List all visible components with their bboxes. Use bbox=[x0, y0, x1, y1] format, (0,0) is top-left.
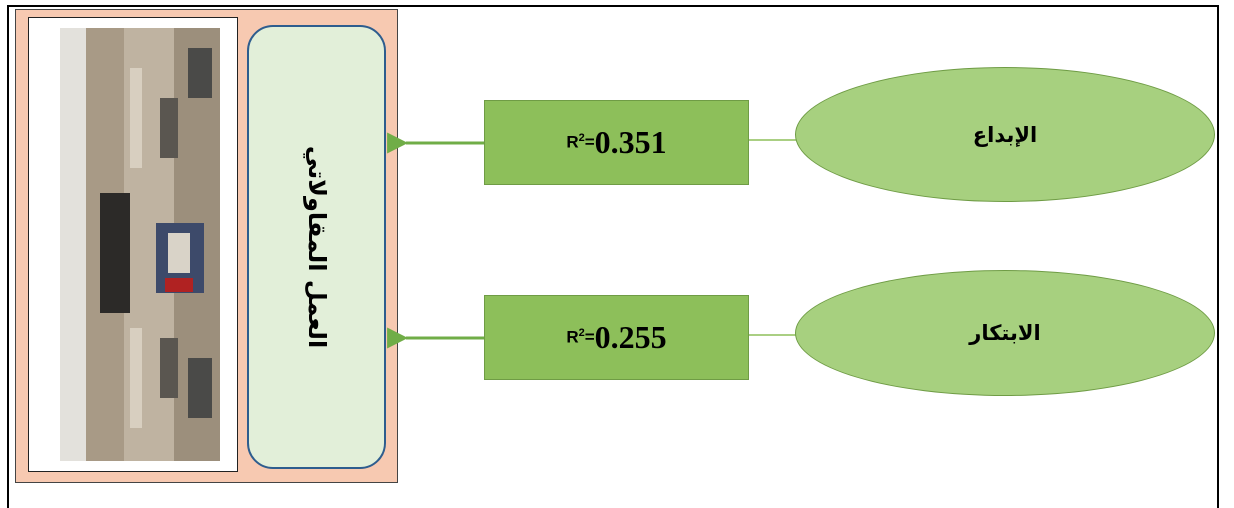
predictor-ellipse-1: الإبداع bbox=[795, 67, 1215, 202]
r2-box-1: R2=0.351 bbox=[484, 100, 749, 185]
predictor-ellipse-2: الابتكار bbox=[795, 270, 1215, 396]
r2-box-2: R2=0.255 bbox=[484, 295, 749, 380]
diagram-frame bbox=[7, 5, 1219, 508]
outcome-box: العمل المقاولاتي bbox=[247, 25, 386, 469]
r2-label-1: R2= bbox=[566, 132, 595, 152]
r2-value-1: 0.351 bbox=[594, 124, 667, 160]
r2-value-2: 0.255 bbox=[594, 319, 667, 355]
university-building-photo bbox=[60, 28, 220, 461]
photo-frame bbox=[28, 17, 238, 472]
r2-label-2: R2= bbox=[566, 327, 595, 347]
predictor-label-1: الإبداع bbox=[972, 122, 1038, 147]
predictor-label-2: الابتكار bbox=[969, 321, 1041, 345]
